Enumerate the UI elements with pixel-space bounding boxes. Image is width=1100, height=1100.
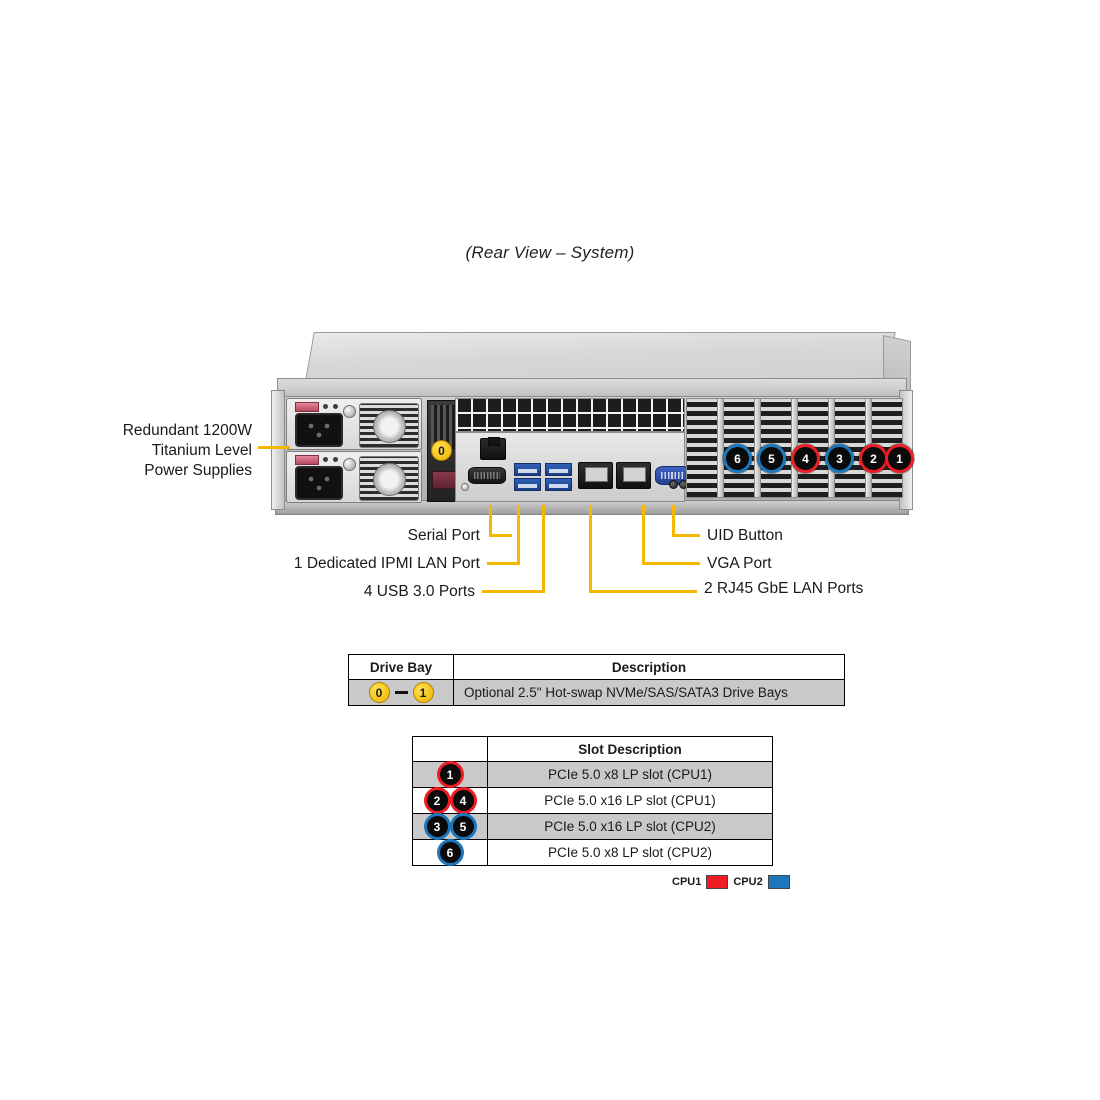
usb-port-3: [545, 463, 572, 476]
leader-serial-v: [489, 505, 492, 537]
slot-badge-4: 4: [452, 790, 474, 811]
psu-release-tab-top: [295, 402, 319, 412]
psu-callout-line-2: Titanium Level: [151, 442, 252, 459]
drive-bay-table-header-row: Drive Bay Description: [348, 654, 845, 680]
drive-bay-0-latch: [432, 471, 456, 489]
serial-port: [468, 467, 506, 484]
psu-led-bottom-a: [323, 457, 328, 462]
slot-row-2-badges: 2 4: [412, 787, 488, 814]
drive-bay-badge-0: 0: [368, 682, 390, 703]
chassis-vent-grid: [455, 398, 685, 432]
leader-vga-v: [642, 505, 645, 565]
drive-bay-table: Drive Bay Description 0 1 Optional 2.5" …: [348, 654, 845, 706]
psu-fan-grille-top: [359, 403, 419, 448]
callout-ipmi-lan-port: 1 Dedicated IPMI LAN Port: [293, 555, 480, 572]
psu-handle-bottom: [343, 458, 356, 471]
leader-uid-h: [672, 534, 700, 537]
slot-row-1-description: PCIe 5.0 x8 LP slot (CPU1): [487, 761, 773, 788]
slot-row-2-description: PCIe 5.0 x16 LP slot (CPU1): [487, 787, 773, 814]
slot-row-3-badges: 3 5: [412, 813, 488, 840]
slot-table: Slot Description 1 PCIe 5.0 x8 LP slot (…: [412, 736, 773, 866]
chassis-slot-badge-3: 3: [828, 447, 851, 470]
slot-table-row-4: 6 PCIe 5.0 x8 LP slot (CPU2): [412, 839, 773, 866]
psu-power-inlet-top: [295, 413, 343, 447]
rj45-lan-port-2: [616, 462, 651, 489]
chassis-rail-left: [271, 390, 285, 510]
legend-cpu1-swatch: [706, 875, 729, 889]
drive-bay-badge-dash: [394, 691, 408, 694]
leader-serial-h: [489, 534, 512, 537]
callout-serial-port: Serial Port: [407, 527, 480, 544]
cpu-color-legend: CPU1 CPU2: [672, 875, 790, 889]
ipmi-lan-port: [480, 437, 506, 460]
power-supply-top: [286, 398, 422, 450]
slot-badge-5: 5: [452, 816, 474, 837]
slot-badge-3: 3: [426, 816, 448, 837]
slot-row-4-badges: 6: [412, 839, 488, 866]
legend-cpu2-swatch: [767, 875, 790, 889]
power-supply-bottom: [286, 451, 422, 503]
psu-callout-line-1: Redundant 1200W: [122, 422, 252, 439]
io-screw-left: [461, 483, 469, 491]
chassis-slot-badge-4: 4: [794, 447, 817, 470]
psu-led-top-b: [333, 404, 338, 409]
power-supply-callout: Redundant 1200W Titanium Level Power Sup…: [86, 421, 252, 481]
slot-table-row-1: 1 PCIe 5.0 x8 LP slot (CPU1): [412, 761, 773, 788]
callout-lan-ports: 2 RJ45 GbE LAN Ports: [704, 580, 864, 597]
slot-header-description: Slot Description: [487, 736, 773, 762]
slot-badge-2: 2: [426, 790, 448, 811]
callout-usb-ports: 4 USB 3.0 Ports: [363, 583, 475, 600]
leader-lan-v: [589, 505, 592, 593]
slot-badge-1: 1: [439, 764, 461, 785]
slot-table-row-3: 3 5 PCIe 5.0 x16 LP slot (CPU2): [412, 813, 773, 840]
page-title: (Rear View – System): [465, 243, 635, 262]
usb-port-2: [514, 478, 541, 491]
slot-badge-6: 6: [439, 842, 461, 863]
drive-bay-cell-description: Optional 2.5" Hot-swap NVMe/SAS/SATA3 Dr…: [453, 679, 845, 706]
drive-bay-badge-1: 1: [412, 682, 434, 703]
usb-port-4: [545, 478, 572, 491]
leader-psu: [258, 446, 290, 449]
psu-handle-top: [343, 405, 356, 418]
chassis-slot-badge-6: 6: [726, 447, 749, 470]
leader-vga-h: [642, 562, 700, 565]
leader-usb-h: [482, 590, 545, 593]
chassis-slot-badge-5: 5: [760, 447, 783, 470]
callout-uid-button: UID Button: [707, 527, 783, 544]
uid-button[interactable]: [669, 480, 678, 489]
psu-release-tab-bottom: [295, 455, 319, 465]
chassis-drive-bay-badge-0: 0: [431, 440, 452, 461]
slot-row-4-description: PCIe 5.0 x8 LP slot (CPU2): [487, 839, 773, 866]
slot-header-blank: [412, 736, 488, 762]
chassis-slot-badge-1: 1: [888, 447, 911, 470]
leader-uid-v: [672, 505, 675, 537]
pcie-bracket-a: [686, 398, 718, 498]
drive-bay-header-bay: Drive Bay: [348, 654, 454, 680]
psu-led-top-a: [323, 404, 328, 409]
callout-vga-port: VGA Port: [707, 555, 772, 572]
slot-row-1-badges: 1: [412, 761, 488, 788]
io-panel: [455, 432, 691, 502]
chassis-slot-badge-2: 2: [862, 447, 885, 470]
leader-usb-v: [542, 505, 545, 593]
slot-table-row-2: 2 4 PCIe 5.0 x16 LP slot (CPU1): [412, 787, 773, 814]
legend-cpu2-label: CPU2: [733, 876, 763, 888]
legend-cpu1-label: CPU1: [672, 876, 702, 888]
psu-led-bottom-b: [333, 457, 338, 462]
leader-ipmi-h: [487, 562, 520, 565]
slot-row-3-description: PCIe 5.0 x16 LP slot (CPU2): [487, 813, 773, 840]
server-rear-illustration: 0 1 6 5 4 3 2 1: [271, 332, 913, 517]
psu-callout-line-3: Power Supplies: [144, 462, 252, 479]
psu-power-inlet-bottom: [295, 466, 343, 500]
slot-table-header-row: Slot Description: [412, 736, 773, 762]
drive-bay-header-description: Description: [453, 654, 845, 680]
drive-bay-table-row: 0 1 Optional 2.5" Hot-swap NVMe/SAS/SATA…: [348, 679, 845, 706]
drive-bay-cell-badges: 0 1: [348, 679, 454, 706]
usb-port-1: [514, 463, 541, 476]
rj45-lan-port-1: [578, 462, 613, 489]
leader-ipmi-v: [517, 505, 520, 565]
leader-lan-h: [589, 590, 697, 593]
psu-fan-grille-bottom: [359, 456, 419, 501]
